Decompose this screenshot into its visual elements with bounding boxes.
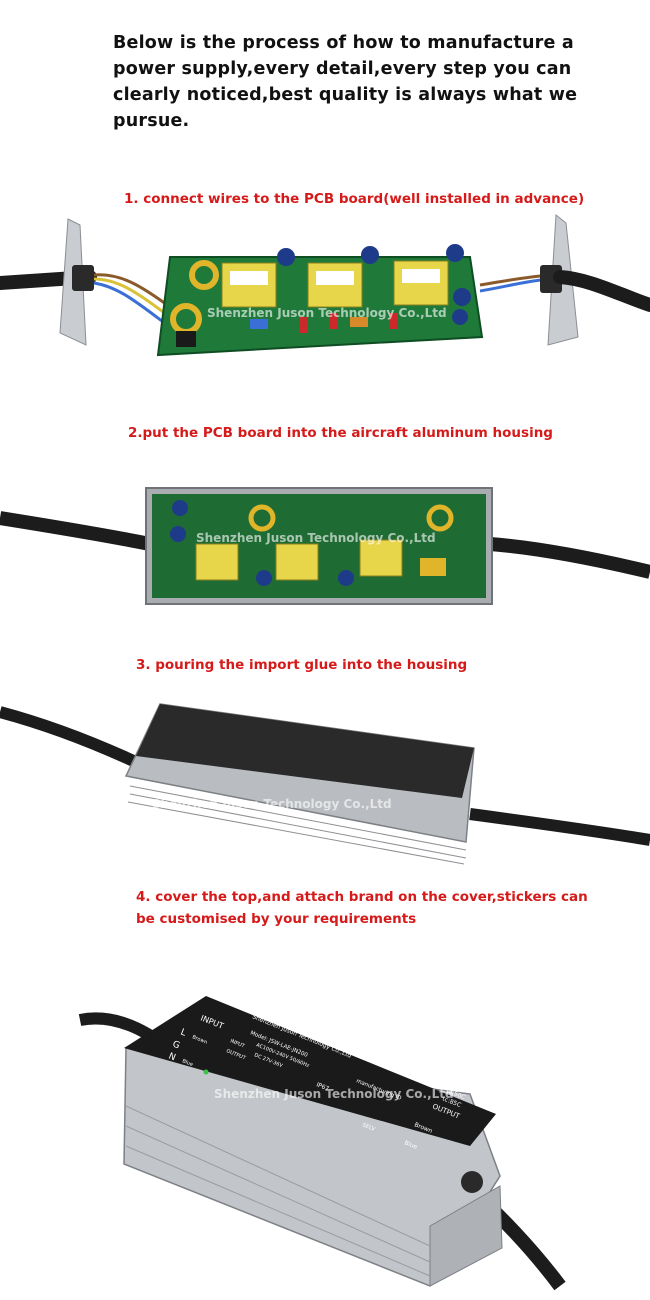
label-ip: IP67	[315, 1081, 330, 1092]
housing-photo: Shenzhen Juson Technology Co.,Ltd	[0, 478, 650, 608]
label-n: N	[167, 1052, 177, 1064]
finished-product-photo: INPUT L G N Brown Blue Shenzhen Juson Te…	[0, 986, 650, 1300]
step-3-caption: 3. pouring the import glue into the hous…	[136, 657, 468, 673]
label-out-blue: Blue	[403, 1139, 418, 1151]
step-2-caption: 2.put the PCB board into the aircraft al…	[128, 425, 553, 441]
step-4-caption: 4. cover the top,and attach brand on the…	[136, 889, 588, 927]
label-brown: Brown	[191, 1034, 208, 1045]
glue-pouring-photo: Shenzhen Juson Technology Co.,Ltd	[0, 690, 650, 875]
watermark-2: Shenzhen Juson Technology Co.,Ltd	[196, 531, 436, 545]
label-selv: SELV	[361, 1122, 376, 1133]
pcb-wiring-photo: Shenzhen Juson Technology Co.,Ltd	[0, 205, 650, 405]
label-l: L	[179, 1028, 187, 1039]
watermark-3: Shenzhen Juson Technology Co.,Ltd	[152, 797, 392, 811]
label-blue: Blue	[181, 1058, 194, 1068]
label-input-row: INPUT	[229, 1038, 246, 1050]
cable-gland-icon	[461, 1171, 483, 1193]
label-g: G	[171, 1040, 181, 1052]
led-indicator-icon	[203, 1069, 209, 1075]
watermark-4: Shenzhen Juson Technology Co.,Ltd	[214, 1087, 454, 1101]
watermark-1: Shenzhen Juson Technology Co.,Ltd	[207, 306, 447, 320]
step-1-caption: 1. connect wires to the PCB board(well i…	[124, 191, 585, 207]
intro-text: Below is the process of how to manufactu…	[113, 33, 578, 131]
